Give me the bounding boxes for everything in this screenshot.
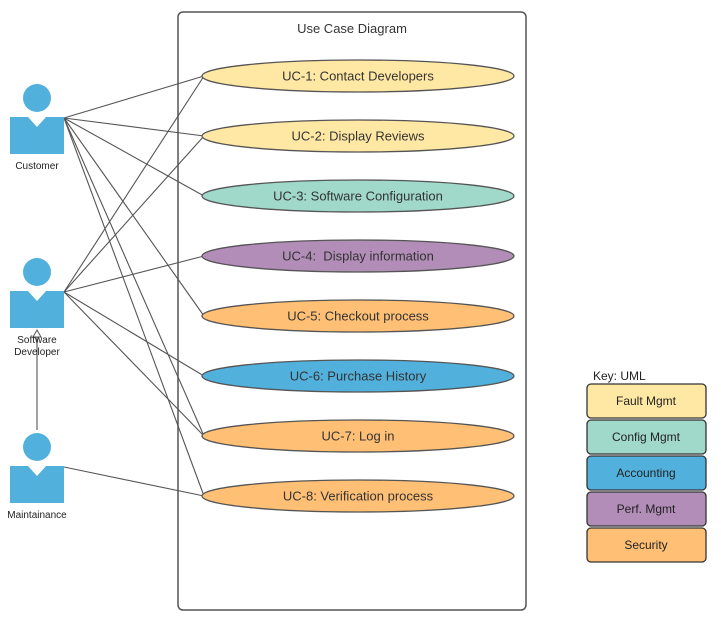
use-case-uc1[interactable]: UC-1: Contact Developers — [201, 59, 515, 93]
use-case-ellipse — [201, 479, 515, 513]
use-case-label: UC-8: Verification process — [283, 489, 434, 504]
association-customer-uc2 — [63, 117, 205, 137]
association-customer-uc7 — [63, 117, 205, 437]
use-case-uc8[interactable]: UC-8: Verification process — [201, 479, 515, 513]
actor-label: Software — [17, 335, 57, 346]
actor-label: Developer — [14, 347, 60, 358]
association-customer-uc1 — [63, 75, 205, 119]
association-software-developer-uc6 — [63, 291, 205, 377]
use-case-label: UC-5: Checkout process — [287, 309, 429, 324]
key-label: Fault Mgmt — [616, 394, 677, 408]
key-swatch — [586, 455, 707, 491]
key-swatch — [586, 527, 707, 563]
association-maintainance-uc8 — [63, 466, 205, 497]
actor-maintainance[interactable]: Maintainance — [7, 433, 67, 521]
use-case-uc3[interactable]: UC-3: Software Configuration — [201, 179, 515, 213]
association-customer-uc5 — [63, 117, 205, 317]
use-case-label: UC-2: Display Reviews — [292, 129, 425, 144]
association-customer-uc3 — [63, 117, 205, 197]
use-case-label: UC-4: Display information — [282, 249, 434, 264]
use-case-ellipse — [201, 299, 515, 333]
use-case-ellipse — [201, 179, 515, 213]
use-case-ellipse — [201, 119, 515, 153]
use-case-ellipse — [201, 419, 515, 453]
key-label: Accounting — [616, 466, 675, 480]
key-item-accounting: Accounting — [586, 455, 707, 491]
key-item-security: Security — [586, 527, 707, 563]
use-case-uc2[interactable]: UC-2: Display Reviews — [201, 119, 515, 153]
key-swatch — [586, 383, 707, 419]
association-software-developer-uc1 — [63, 75, 205, 293]
generalization-maintainance-software-developer — [32, 328, 42, 430]
use-case-uc4[interactable]: UC-4: Display information — [201, 239, 515, 273]
key-label: Perf. Mgmt — [617, 502, 676, 516]
association-software-developer-uc7 — [63, 291, 205, 437]
use-case-label: UC-6: Purchase History — [290, 369, 427, 384]
use-case-uc6[interactable]: UC-6: Purchase History — [201, 359, 515, 393]
key-label: Config Mgmt — [612, 430, 681, 444]
actor-customer[interactable]: Customer — [10, 84, 64, 172]
use-case-ellipse — [201, 239, 515, 273]
user-actor-icon — [10, 84, 64, 154]
key-item-fault: Fault Mgmt — [586, 383, 707, 419]
use-case-label: UC-1: Contact Developers — [282, 69, 434, 84]
key-title: Key: UML — [593, 369, 646, 383]
use-case-label: UC-7: Log in — [322, 429, 395, 444]
diagram-title: Use Case Diagram — [297, 21, 407, 36]
user-actor-icon — [10, 258, 64, 328]
key-item-config: Config Mgmt — [586, 419, 707, 455]
key-swatch — [586, 491, 707, 527]
user-actor-icon — [10, 433, 64, 503]
actor-label: Maintainance — [7, 510, 67, 521]
use-case-uc5[interactable]: UC-5: Checkout process — [201, 299, 515, 333]
association-software-developer-uc2 — [63, 135, 205, 293]
association-customer-uc8 — [63, 117, 205, 497]
key-swatch — [586, 419, 707, 455]
association-lines — [32, 75, 205, 497]
use-case-ellipse — [201, 359, 515, 393]
use-case-ellipse — [201, 59, 515, 93]
use-case-uc7[interactable]: UC-7: Log in — [201, 419, 515, 453]
use-case-label: UC-3: Software Configuration — [273, 189, 443, 204]
association-software-developer-uc4 — [63, 255, 205, 293]
key-label: Security — [624, 538, 667, 552]
key-item-perf: Perf. Mgmt — [586, 491, 707, 527]
actor-label: Customer — [15, 161, 59, 172]
